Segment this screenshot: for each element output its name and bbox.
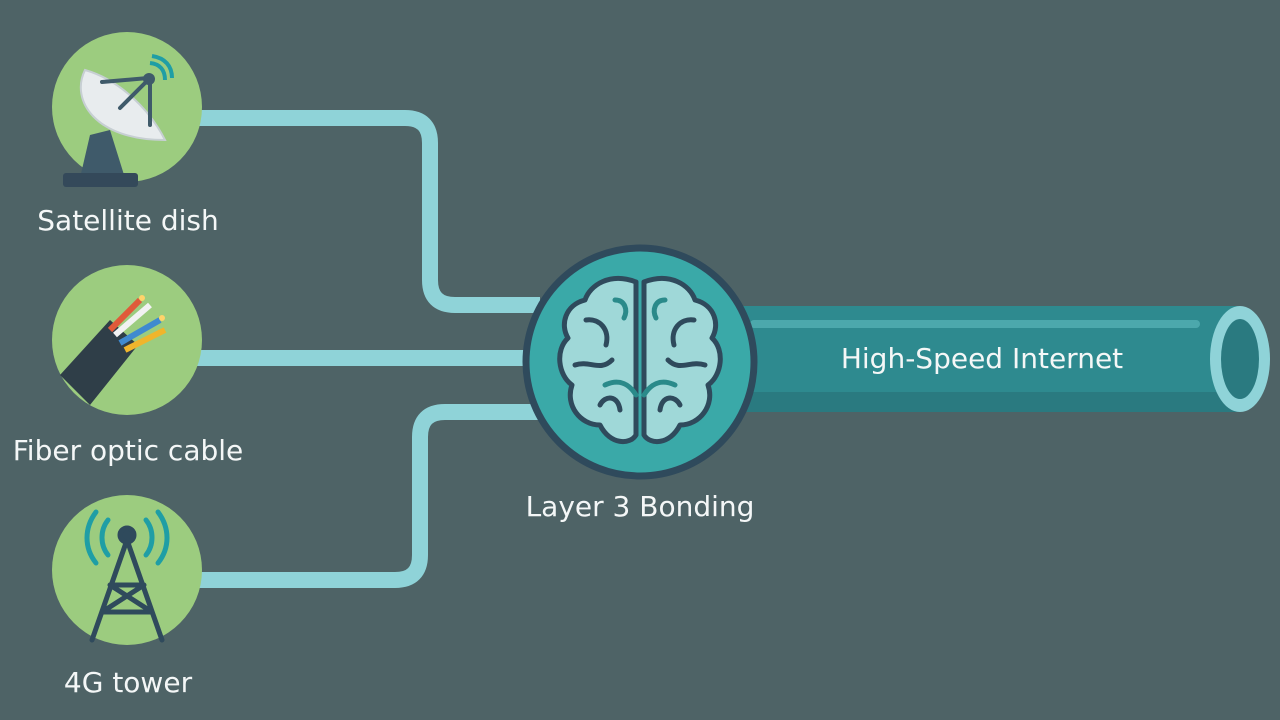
cell-tower-node [52, 495, 202, 645]
fiber-cable-label: Fiber optic cable [12, 434, 244, 467]
cell-tower-label: 4G tower [63, 666, 193, 699]
hub-circle [522, 244, 758, 480]
cell-tower-icon [84, 509, 170, 643]
satellite-dish-label: Satellite dish [37, 204, 219, 237]
hub-label: Layer 3 Bonding [525, 490, 755, 523]
output-label: High-Speed Internet [840, 342, 1124, 375]
internet-pipe [730, 306, 1270, 412]
satellite-dish-icon [63, 54, 174, 187]
fiber-cable-icon [60, 295, 167, 405]
connector-tower [195, 404, 540, 588]
connector-satellite [195, 110, 540, 313]
satellite-dish-node [52, 32, 202, 187]
brain-icon [557, 276, 723, 445]
fiber-cable-node [52, 265, 202, 415]
